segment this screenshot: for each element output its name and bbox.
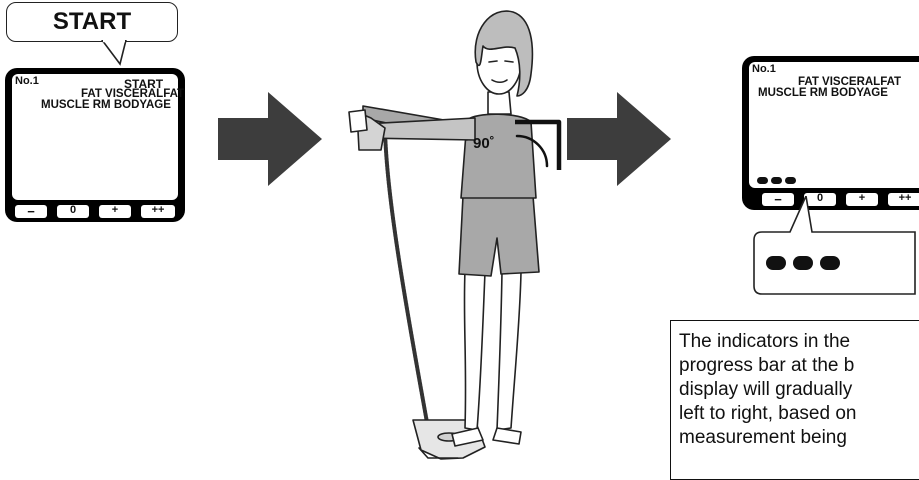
user-number: No.1 — [15, 76, 39, 87]
description-line: measurement being — [679, 426, 919, 450]
progress-dot-icon — [820, 256, 840, 270]
woman-figure: 90˚ — [325, 0, 570, 466]
device-screen: No.1 FAT VISCERALFAT MUSCLE RM BODYAGE — [749, 62, 919, 188]
device-screen: No.1 START FAT VISCERALFAT MUSCLE RM BOD… — [12, 74, 178, 200]
progress-dot-icon — [793, 256, 813, 270]
callout-label: START — [6, 2, 178, 42]
angle-label: 90˚ — [473, 135, 495, 152]
description-line: progress bar at the b — [679, 354, 919, 378]
description-line: left to right, based on — [679, 402, 919, 426]
description-line: display will gradually — [679, 378, 919, 402]
progress-bar — [757, 177, 799, 184]
progress-dot-icon — [757, 177, 768, 184]
right-arrow-icon — [567, 92, 672, 186]
progress-zoom-callout — [750, 196, 919, 298]
plus-button[interactable]: + — [99, 205, 131, 218]
mode-row-2: MUSCLE RM BODYAGE — [758, 88, 888, 100]
mode-row-2: MUSCLE RM BODYAGE — [41, 100, 171, 112]
progress-dot-icon — [785, 177, 796, 184]
progress-dot-icon — [766, 256, 786, 270]
minus-button[interactable]: − — [15, 205, 47, 218]
callout-pointer — [100, 40, 130, 66]
device-start: No.1 START FAT VISCERALFAT MUSCLE RM BOD… — [5, 68, 185, 222]
device-progress: No.1 FAT VISCERALFAT MUSCLE RM BODYAGE −… — [742, 56, 919, 210]
user-number: No.1 — [752, 64, 776, 75]
description-box: The indicators in the progress bar at th… — [670, 320, 919, 480]
right-arrow-icon — [218, 92, 323, 186]
progress-dot-icon — [771, 177, 782, 184]
zero-button[interactable]: 0 — [57, 205, 89, 218]
plus-plus-button[interactable]: ++ — [141, 205, 175, 218]
description-line: The indicators in the — [679, 330, 919, 354]
